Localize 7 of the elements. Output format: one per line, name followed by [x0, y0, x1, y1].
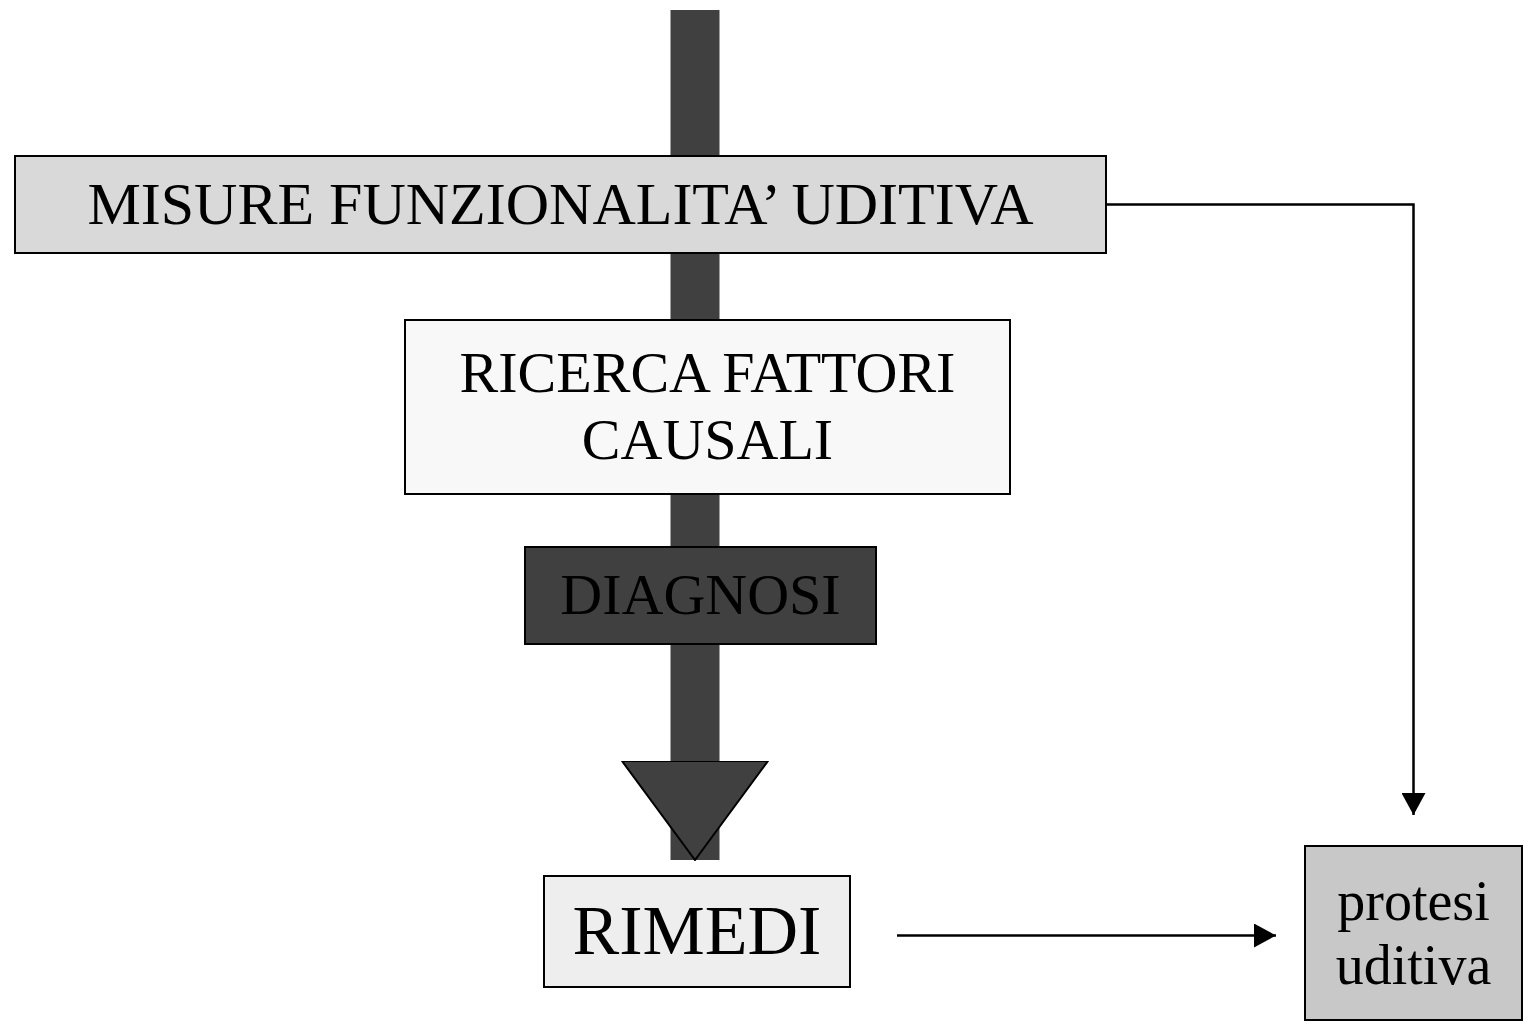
- process-box: MISURE FUNZIONALITA’ UDITIVA: [14, 155, 1107, 254]
- arrow: [1107, 203, 1426, 815]
- process-box: RICERCA FATTORI CAUSALI: [404, 319, 1011, 495]
- process-box: RIMEDI: [543, 875, 851, 988]
- arrow: [897, 923, 1276, 948]
- process-box: protesi uditiva: [1304, 845, 1523, 1021]
- process-box: DIAGNOSI: [524, 546, 877, 645]
